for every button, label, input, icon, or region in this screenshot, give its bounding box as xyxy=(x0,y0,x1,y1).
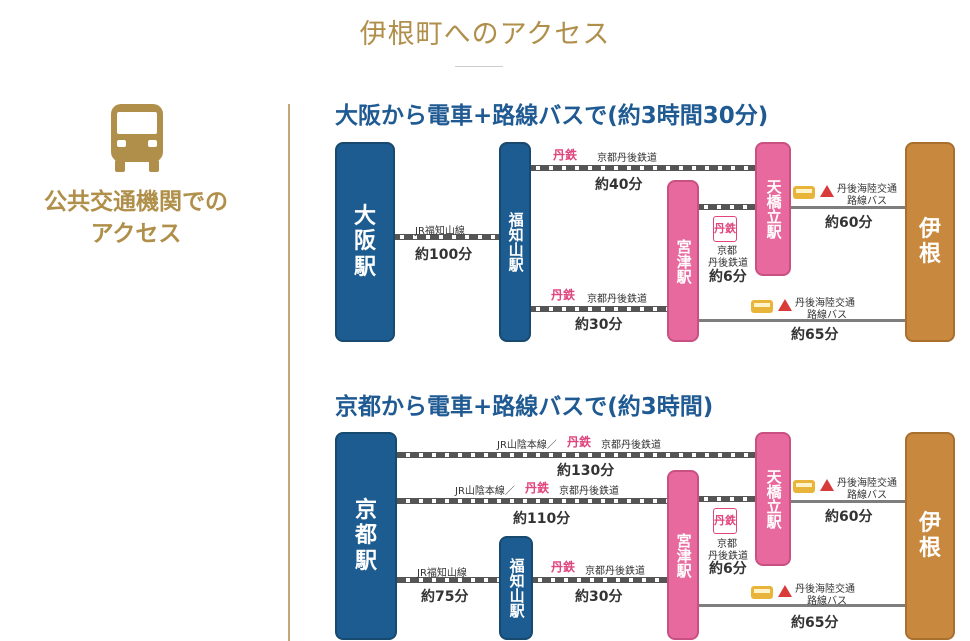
label-miyazu-ama-2: 丹後鉄道 xyxy=(708,551,748,562)
label-mid-tango: 京都丹後鉄道 xyxy=(559,486,619,497)
rail-kyoto-amanohashidate xyxy=(397,452,755,458)
station-fukuchiyama: 福知山駅 xyxy=(499,142,531,342)
time-fukuchiyama-miyazu: 約30分 xyxy=(575,317,623,333)
bus-line-miyazu-ine xyxy=(695,319,907,322)
bus-icon xyxy=(111,104,163,172)
label-bus-bottom-2: 路線バス xyxy=(807,310,847,321)
tango-kairiku-icon xyxy=(820,479,834,491)
station-ine: 伊根 xyxy=(905,432,955,640)
label-top-tango: 京都丹後鉄道 xyxy=(601,440,661,451)
time-amanohashidate-ine: 約60分 xyxy=(825,215,873,231)
bus-icon xyxy=(751,586,773,599)
label-bus-bottom-2: 路線バス xyxy=(807,596,847,607)
tantetsu-logo-box xyxy=(713,508,737,534)
label-top-jr: JR山陰本線／ xyxy=(497,440,557,451)
side-label-line1: 公共交通機関での xyxy=(44,189,228,215)
title-underline xyxy=(455,66,503,67)
rail-kyoto-miyazu xyxy=(397,498,667,504)
section-kyoto-diagram: 京都駅 福知山駅 宮津駅 天橋立駅 伊根 JR山陰本線／ 丹鉄 京都丹後鉄道 約… xyxy=(335,432,955,640)
label-jr-fukuchiyama: JR福知山線 xyxy=(415,226,465,237)
label-kyoto-tango-top: 京都丹後鉄道 xyxy=(597,153,657,164)
time-kyoto-miyazu: 約110分 xyxy=(513,511,571,527)
time-kyoto-amanohashidate: 約130分 xyxy=(557,463,615,479)
station-miyazu: 宮津駅 xyxy=(667,470,699,640)
rail-fukuchiyama-miyazu xyxy=(527,306,667,312)
label-bus-bottom-1: 丹後海陸交通 xyxy=(795,298,855,309)
label-jr-fukuchiyama: JR福知山線 xyxy=(417,568,467,579)
time-miyazu-amanohashidate: 約6分 xyxy=(709,561,747,577)
bus-icon xyxy=(793,480,815,493)
rail-miyazu-amanohashidate xyxy=(695,204,755,210)
station-kyoto: 京都駅 xyxy=(335,432,397,640)
station-amanohashidate: 天橋立駅 xyxy=(755,142,791,276)
section-osaka-title: 大阪から電車+路線バスで(約3時間30分) xyxy=(335,103,769,129)
station-fukuchiyama: 福知山駅 xyxy=(499,536,533,640)
station-miyazu: 宮津駅 xyxy=(667,180,699,342)
tantetsu-logo: 丹鉄 xyxy=(551,288,576,302)
bus-icon xyxy=(751,300,773,313)
vertical-divider xyxy=(288,104,290,641)
rail-kyoto-fukuchiyama xyxy=(397,577,499,583)
label-miyazu-ama-2: 丹後鉄道 xyxy=(708,258,748,269)
time-kyoto-fukuchiyama: 約75分 xyxy=(421,589,469,605)
bus-line-amanohashidate-ine xyxy=(787,500,907,503)
label-bus-top-1: 丹後海陸交通 xyxy=(837,478,897,489)
tango-kairiku-icon xyxy=(778,585,792,597)
rail-osaka-fukuchiyama xyxy=(391,234,503,240)
label-bus-top-2: 路線バス xyxy=(847,490,887,501)
station-amanohashidate: 天橋立駅 xyxy=(755,432,791,566)
tango-kairiku-icon xyxy=(820,185,834,197)
time-fukuchiyama-amanohashidate: 約40分 xyxy=(595,177,643,193)
label-fuku-miya-tango: 京都丹後鉄道 xyxy=(585,566,645,577)
label-bus-bottom-1: 丹後海陸交通 xyxy=(795,584,855,595)
page-title: 伊根町へのアクセス xyxy=(359,19,611,50)
label-miyazu-ama-1: 京都 xyxy=(717,539,737,550)
section-osaka-diagram: 大阪駅 福知山駅 宮津駅 天橋立駅 伊根 JR福知山線 約100分 丹鉄 京都丹… xyxy=(335,142,955,343)
tantetsu-logo: 丹鉄 xyxy=(551,560,576,574)
bus-icon xyxy=(793,186,815,199)
side-label: 公共交通機関での アクセス xyxy=(0,186,272,250)
station-osaka: 大阪駅 xyxy=(335,142,395,342)
time-miyazu-ine: 約65分 xyxy=(791,615,839,631)
rail-fukuchiyama-miyazu xyxy=(529,577,667,583)
tantetsu-logo-box xyxy=(713,216,737,242)
label-bus-top-1: 丹後海陸交通 xyxy=(837,184,897,195)
label-mid-jr: JR山陰本線／ xyxy=(455,486,515,497)
tantetsu-logo: 丹鉄 xyxy=(525,481,550,495)
tantetsu-logo: 丹鉄 xyxy=(567,435,592,449)
time-amanohashidate-ine: 約60分 xyxy=(825,509,873,525)
tango-kairiku-icon xyxy=(778,299,792,311)
label-kyoto-tango-bottom: 京都丹後鉄道 xyxy=(587,294,647,305)
rail-fukuchiyama-amanohashidate xyxy=(527,165,757,171)
tantetsu-logo: 丹鉄 xyxy=(714,514,736,527)
section-kyoto-title: 京都から電車+路線バスで(約3時間) xyxy=(335,394,714,420)
side-label-line2: アクセス xyxy=(90,221,182,247)
tantetsu-logo: 丹鉄 xyxy=(714,222,736,235)
rail-miyazu-amanohashidate xyxy=(695,496,755,502)
time-fukuchiyama-miyazu: 約30分 xyxy=(575,589,623,605)
station-ine: 伊根 xyxy=(905,142,955,342)
time-miyazu-amanohashidate: 約6分 xyxy=(709,269,747,285)
label-miyazu-ama-1: 京都 xyxy=(717,246,737,257)
time-osaka-fukuchiyama: 約100分 xyxy=(415,247,473,263)
bus-line-miyazu-ine xyxy=(695,604,907,607)
label-bus-top-2: 路線バス xyxy=(847,196,887,207)
time-miyazu-ine: 約65分 xyxy=(791,327,839,343)
bus-line-amanohashidate-ine xyxy=(787,206,907,209)
tantetsu-logo: 丹鉄 xyxy=(553,148,578,162)
